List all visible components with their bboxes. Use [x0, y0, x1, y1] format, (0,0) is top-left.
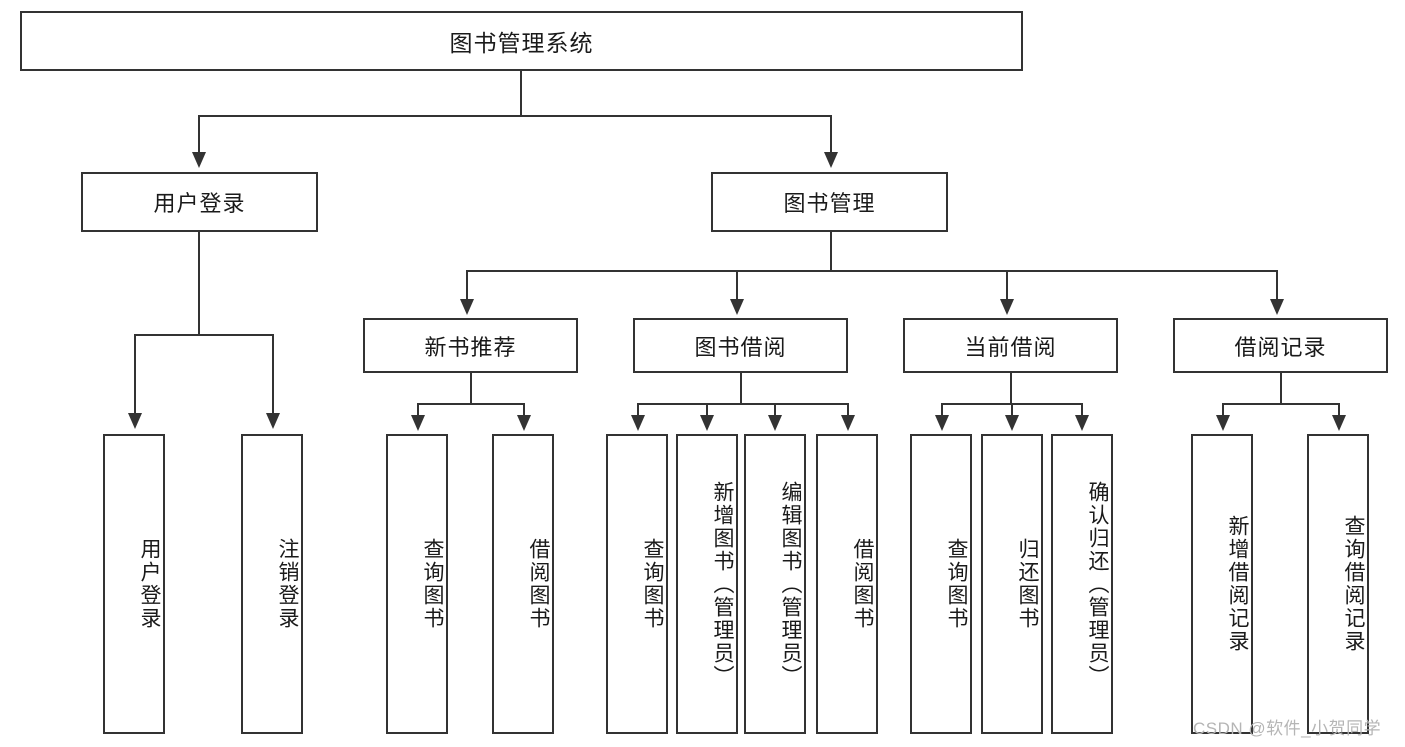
node-label: 编辑图书（管理员）	[779, 480, 802, 688]
edge-bus-book-borrow	[637, 403, 849, 405]
edge-user-login-stem	[198, 232, 200, 335]
edge-drop-new-book-recommend	[466, 270, 468, 302]
node-label: 新书推荐	[424, 334, 517, 360]
arrowhead-book-management	[824, 152, 838, 168]
arrowhead-leaf-cb-2	[1075, 415, 1089, 431]
edge-drop-leaf-br-0	[1222, 403, 1224, 418]
arrowhead-leaf-nbr-1	[517, 415, 531, 431]
arrowhead-user-login	[192, 152, 206, 168]
node-label: 用户登录	[153, 191, 246, 216]
edge-drop-user-login	[198, 115, 200, 156]
edge-drop-leaf-bb-2	[774, 403, 776, 418]
node-label: 查询图书	[641, 538, 664, 630]
edge-root-stem	[520, 71, 522, 116]
node-label: 查询图书	[421, 538, 444, 630]
node-label: 新增图书（管理员）	[711, 480, 734, 688]
edge-bus-user-login	[134, 334, 274, 336]
edge-drop-leaf-cb-2	[1081, 403, 1083, 418]
leaf-current-borrow-1[interactable]: 归还图书	[981, 434, 1043, 734]
arrowhead-leaf-user-login-0	[128, 413, 142, 429]
leaf-book-borrow-1[interactable]: 新增图书（管理员）	[676, 434, 738, 734]
node-new-book-recommend[interactable]: 新书推荐	[363, 318, 578, 373]
leaf-new-book-recommend-0[interactable]: 查询图书	[386, 434, 448, 734]
leaf-book-borrow-2[interactable]: 编辑图书（管理员）	[744, 434, 806, 734]
node-label: 注销登录	[276, 538, 299, 630]
edge-borrow-record-stem	[1280, 373, 1282, 404]
node-root-book-management-system[interactable]: 图书管理系统	[20, 11, 1023, 71]
node-label: 新增借阅记录	[1226, 515, 1249, 653]
node-label: 图书借阅	[694, 334, 787, 360]
edge-drop-book-management	[830, 115, 832, 156]
arrowhead-leaf-cb-0	[935, 415, 949, 431]
edge-drop-leaf-bb-1	[706, 403, 708, 418]
leaf-book-borrow-0[interactable]: 查询图书	[606, 434, 668, 734]
node-label: 借阅记录	[1234, 334, 1327, 360]
edge-drop-borrow-record	[1276, 270, 1278, 302]
arrowhead-leaf-br-0	[1216, 415, 1230, 431]
edge-current-borrow-stem	[1010, 373, 1012, 404]
watermark-csdn: CSDN @软件_小贺同学	[1193, 719, 1382, 738]
arrowhead-book-borrow	[730, 299, 744, 315]
leaf-current-borrow-0[interactable]: 查询图书	[910, 434, 972, 734]
edge-drop-leaf-cb-1	[1011, 403, 1013, 418]
node-user-login[interactable]: 用户登录	[81, 172, 318, 232]
node-label: 查询借阅记录	[1342, 515, 1365, 653]
edge-drop-leaf-user-login-1	[272, 334, 274, 416]
node-label: 借阅图书	[527, 538, 550, 630]
edge-bus-level1	[198, 115, 832, 117]
node-label: 借阅图书	[851, 538, 874, 630]
edge-bus-level3	[466, 270, 1278, 272]
edge-drop-leaf-bb-0	[637, 403, 639, 418]
node-label: 图书管理	[783, 191, 876, 216]
edge-drop-leaf-nbr-1	[523, 403, 525, 418]
leaf-borrow-record-0[interactable]: 新增借阅记录	[1191, 434, 1253, 734]
leaf-current-borrow-2[interactable]: 确认归还（管理员）	[1051, 434, 1113, 734]
edge-drop-current-borrow	[1006, 270, 1008, 302]
node-borrow-record[interactable]: 借阅记录	[1173, 318, 1388, 373]
arrowhead-leaf-br-1	[1332, 415, 1346, 431]
node-label: 图书管理系统	[449, 30, 594, 56]
arrowhead-leaf-bb-0	[631, 415, 645, 431]
leaf-new-book-recommend-1[interactable]: 借阅图书	[492, 434, 554, 734]
arrowhead-current-borrow	[1000, 299, 1014, 315]
leaf-user-login-0[interactable]: 用户登录	[103, 434, 165, 734]
arrowhead-leaf-nbr-0	[411, 415, 425, 431]
edge-drop-book-borrow	[736, 270, 738, 302]
arrowhead-borrow-record	[1270, 299, 1284, 315]
edge-drop-leaf-bb-3	[847, 403, 849, 418]
edge-drop-leaf-nbr-0	[417, 403, 419, 418]
edge-drop-leaf-br-1	[1338, 403, 1340, 418]
arrowhead-leaf-bb-3	[841, 415, 855, 431]
arrowhead-leaf-user-login-1	[266, 413, 280, 429]
node-current-borrow[interactable]: 当前借阅	[903, 318, 1118, 373]
arrowhead-leaf-cb-1	[1005, 415, 1019, 431]
node-book-borrow[interactable]: 图书借阅	[633, 318, 848, 373]
edge-drop-leaf-cb-0	[941, 403, 943, 418]
node-label: 归还图书	[1016, 538, 1039, 630]
edge-book-management-stem	[830, 232, 832, 271]
node-label: 确认归还（管理员）	[1086, 480, 1109, 688]
edge-bus-new-book-recommend	[417, 403, 525, 405]
leaf-borrow-record-1[interactable]: 查询借阅记录	[1307, 434, 1369, 734]
node-book-management[interactable]: 图书管理	[711, 172, 948, 232]
arrowhead-leaf-bb-2	[768, 415, 782, 431]
node-label: 当前借阅	[964, 334, 1057, 360]
edge-new-book-recommend-stem	[470, 373, 472, 404]
edge-book-borrow-stem	[740, 373, 742, 404]
node-label: 用户登录	[138, 538, 161, 630]
edge-drop-leaf-user-login-0	[134, 334, 136, 416]
arrowhead-leaf-bb-1	[700, 415, 714, 431]
leaf-book-borrow-3[interactable]: 借阅图书	[816, 434, 878, 734]
edge-bus-borrow-record	[1222, 403, 1340, 405]
leaf-user-login-1[interactable]: 注销登录	[241, 434, 303, 734]
arrowhead-new-book-recommend	[460, 299, 474, 315]
node-label: 查询图书	[945, 538, 968, 630]
